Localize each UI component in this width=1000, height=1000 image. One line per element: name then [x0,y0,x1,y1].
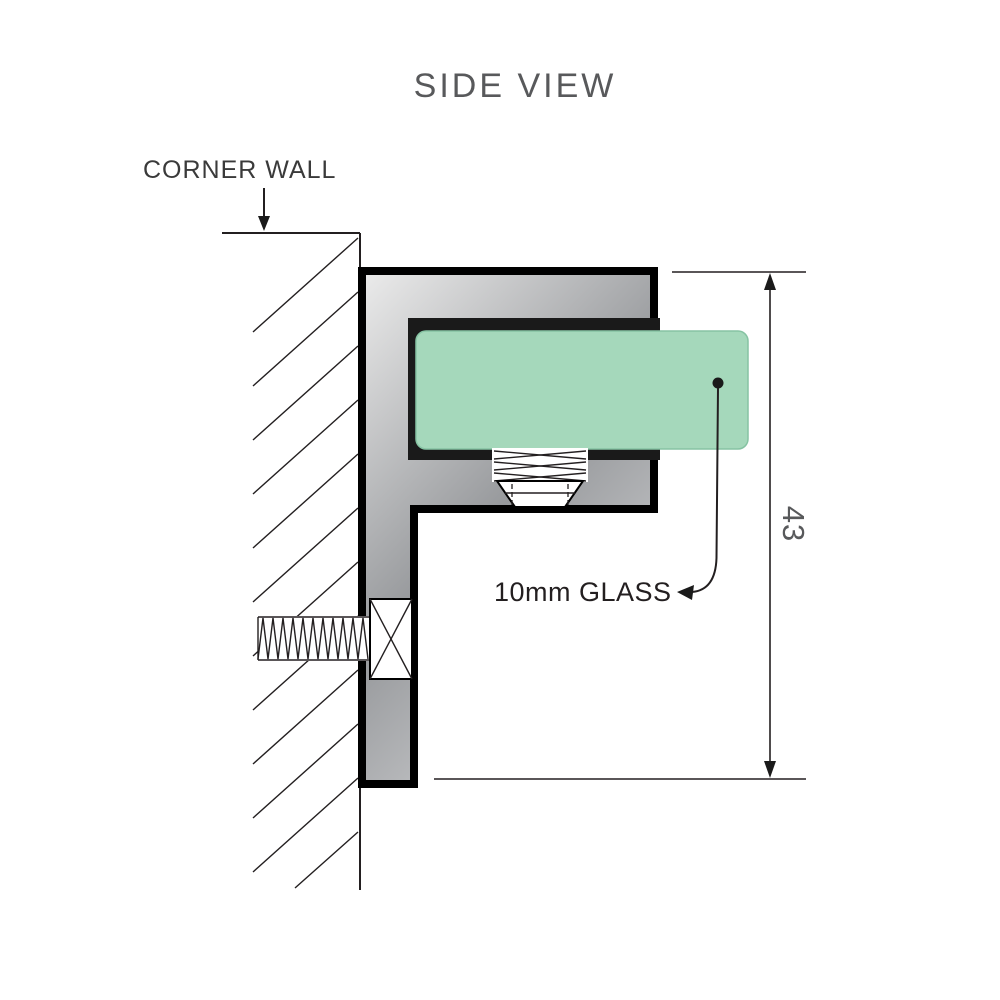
dimension-arrow-top [764,273,776,290]
wall-screw-head-cross-2 [369,598,413,680]
leader-dot [712,377,724,389]
corner-wall-callout: CORNER WALL [143,156,336,231]
wall-screw-threads [257,617,369,660]
grub-screw-cone [495,480,585,508]
grub-screw-threads [493,450,587,482]
dimension-value: 43 [776,506,811,542]
glass-callout: 10mm GLASS [494,377,724,607]
grub-screw [492,448,588,508]
leader-line [691,387,719,593]
leader-arrowhead [677,585,694,600]
dimension-43: 43 [434,271,811,780]
wall-hatching [252,237,359,889]
diagram-title: SIDE VIEW [414,67,617,105]
dimension-arrow-bottom [764,761,776,778]
wall-section [222,232,361,890]
glass-label: 10mm GLASS [494,577,672,607]
corner-wall-label: CORNER WALL [143,156,336,184]
glass-panel [415,330,749,450]
corner-wall-arrowhead [258,216,270,231]
wall-screw [257,598,413,680]
